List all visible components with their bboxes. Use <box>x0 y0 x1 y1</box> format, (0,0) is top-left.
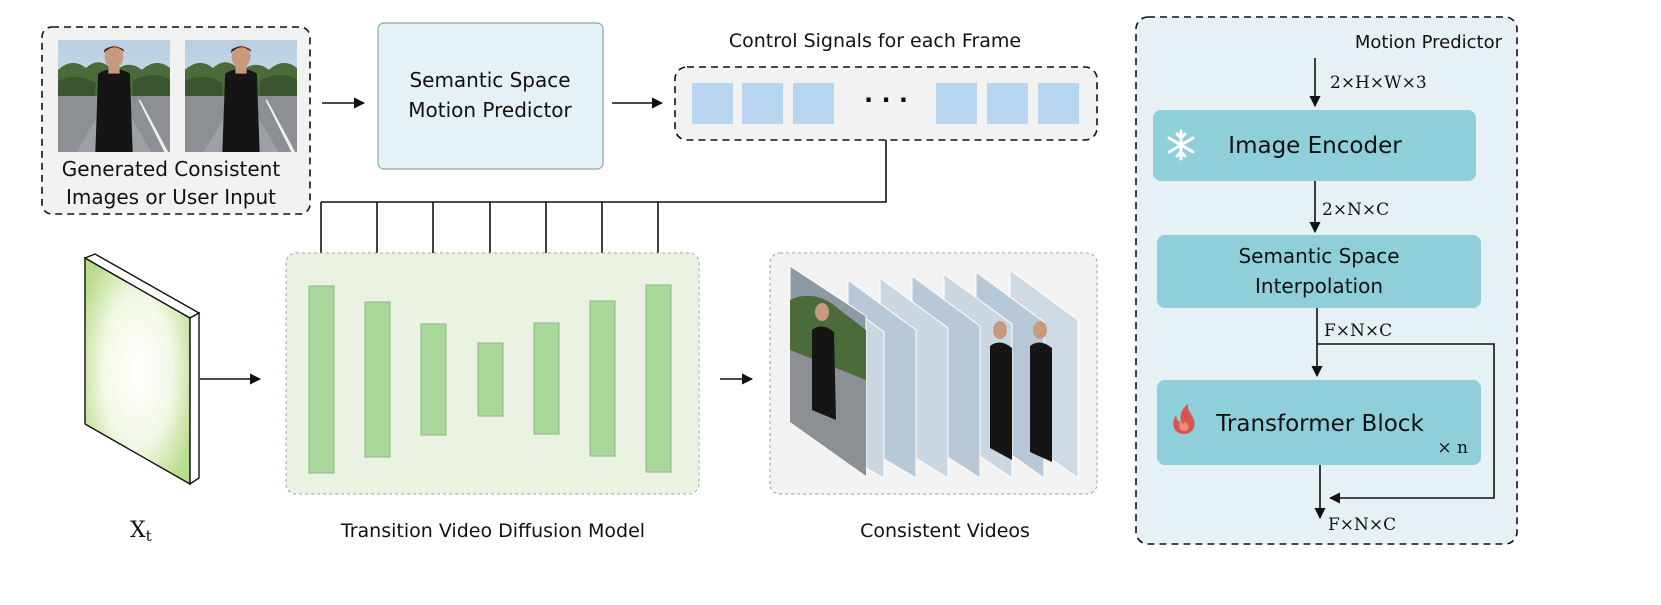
flame-icon <box>1173 404 1195 434</box>
signal-connector <box>321 140 887 203</box>
input-images-box: Generated Consistent Images or User Inpu… <box>41 26 311 215</box>
videos-caption: Consistent Videos <box>860 520 1030 542</box>
latent-noise-slab <box>83 253 201 486</box>
dim-encoded: 2×N×C <box>1322 200 1389 220</box>
interpolation-block: Semantic Space Interpolation <box>1157 235 1481 308</box>
motion-predictor-line1: Semantic Space <box>409 68 570 92</box>
transformer-label: Transformer Block <box>1215 411 1424 437</box>
control-signals-title: Control Signals for each Frame <box>729 30 1021 52</box>
image-encoder-label: Image Encoder <box>1228 133 1402 159</box>
signal-frame <box>987 83 1028 124</box>
diffusion-model-box <box>285 252 700 495</box>
panel-title: Motion Predictor <box>1355 32 1503 53</box>
transformer-block: Transformer Block × n <box>1157 380 1481 465</box>
signal-frame <box>692 83 733 124</box>
image-encoder-block: Image Encoder <box>1153 110 1476 181</box>
input-caption-line1: Generated Consistent <box>62 157 281 181</box>
unet-block <box>477 342 504 417</box>
unet-block <box>364 301 391 458</box>
motion-predictor-box: Semantic Space Motion Predictor <box>377 22 604 170</box>
signal-frame <box>936 83 977 124</box>
video-frame-stack <box>789 265 1079 479</box>
dim-interp: F×N×C <box>1324 321 1392 341</box>
unet-block <box>589 300 616 457</box>
interpolation-line2: Interpolation <box>1255 274 1383 298</box>
dim-input: 2×H×W×3 <box>1330 73 1427 93</box>
unet-block <box>645 284 672 473</box>
unet-block <box>533 322 560 435</box>
control-signals-box: · · · <box>674 66 1098 141</box>
signal-frame <box>742 83 783 124</box>
transformer-multiplier: × n <box>1437 438 1468 458</box>
input-image-1 <box>58 40 170 152</box>
residual-connection <box>1317 343 1495 504</box>
input-caption-line2: Images or User Input <box>66 185 276 209</box>
unet-block <box>308 285 335 474</box>
signal-frame <box>1038 83 1079 124</box>
signal-frame <box>793 83 834 124</box>
interpolation-line1: Semantic Space <box>1238 244 1399 268</box>
diffusion-caption: Transition Video Diffusion Model <box>340 520 645 542</box>
unet-block <box>420 323 447 436</box>
dim-output: F×N×C <box>1328 515 1396 535</box>
signal-ellipsis: · · · <box>864 86 908 114</box>
latent-label: Xt <box>130 518 152 545</box>
input-image-2 <box>185 40 297 152</box>
output-videos-box <box>769 252 1098 495</box>
snowflake-icon <box>1167 129 1195 161</box>
motion-predictor-line2: Motion Predictor <box>408 98 572 122</box>
motion-predictor-panel: Motion Predictor 2×H×W×3 Image Encoder 2… <box>1135 16 1518 545</box>
